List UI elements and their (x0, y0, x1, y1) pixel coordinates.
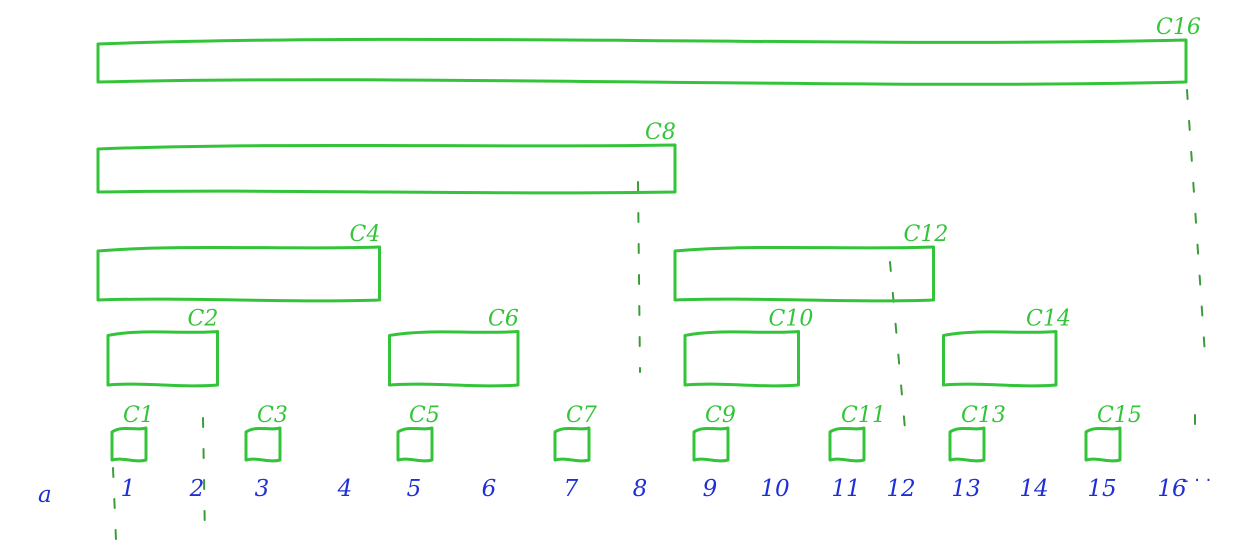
array-index-14: 14 (1019, 476, 1048, 502)
range-box-c3 (244, 426, 282, 463)
ellipsis: - · · (1182, 470, 1211, 491)
range-box-c9 (692, 426, 730, 463)
range-box-c11 (828, 426, 866, 463)
range-box-c16 (96, 37, 1188, 86)
boundary-line-1 (112, 467, 117, 540)
array-index-15: 15 (1087, 476, 1116, 502)
array-index-9: 9 (703, 476, 718, 502)
range-box-c13 (948, 426, 986, 463)
node-label-c1: C1 (123, 403, 154, 428)
node-label-c13: C13 (961, 403, 1006, 428)
range-box-c12 (673, 245, 935, 303)
node-label-c15: C15 (1097, 403, 1142, 428)
boundary-line-16 (1186, 89, 1206, 356)
array-index-11: 11 (831, 476, 860, 502)
array-index-5: 5 (407, 476, 422, 502)
array-index-6: 6 (482, 476, 497, 502)
range-box-c1 (110, 426, 148, 463)
array-label: a (38, 482, 52, 508)
node-label-c12: C12 (904, 222, 949, 247)
node-label-c7: C7 (566, 403, 597, 428)
array-index-13: 13 (951, 476, 980, 502)
boundary-line-12 (889, 261, 907, 441)
array-index-7: 7 (564, 476, 579, 502)
boundary-line-2 (202, 417, 206, 540)
array-index-8: 8 (633, 476, 648, 502)
range-box-c4 (96, 245, 381, 303)
node-label-c8: C8 (645, 120, 676, 145)
array-index-3: 3 (255, 476, 270, 502)
range-box-c15 (1084, 426, 1122, 463)
array-index-4: 4 (337, 476, 353, 502)
array-index-10: 10 (760, 476, 789, 502)
array-index-12: 12 (886, 476, 915, 502)
range-box-c6 (388, 329, 520, 388)
node-label-c16: C16 (1156, 15, 1201, 40)
range-box-c2 (106, 329, 219, 388)
range-box-c14 (942, 329, 1058, 388)
node-label-c11: C11 (841, 403, 886, 428)
array-index-1: 1 (121, 476, 136, 502)
node-label-c6: C6 (488, 306, 519, 331)
range-box-c10 (683, 329, 800, 388)
node-label-c14: C14 (1026, 306, 1071, 331)
array-index-2: 2 (189, 476, 205, 502)
range-box-c7 (553, 426, 591, 463)
range-box-c8 (96, 143, 677, 195)
boundary-line-8 (637, 181, 641, 373)
node-label-c9: C9 (705, 403, 736, 428)
node-label-c4: C4 (350, 222, 381, 247)
node-label-c5: C5 (409, 403, 440, 428)
range-box-c5 (396, 426, 434, 463)
node-label-c3: C3 (257, 403, 288, 428)
node-label-c2: C2 (188, 306, 219, 331)
node-label-c10: C10 (769, 306, 814, 331)
array-index-16: 16 (1157, 476, 1186, 502)
